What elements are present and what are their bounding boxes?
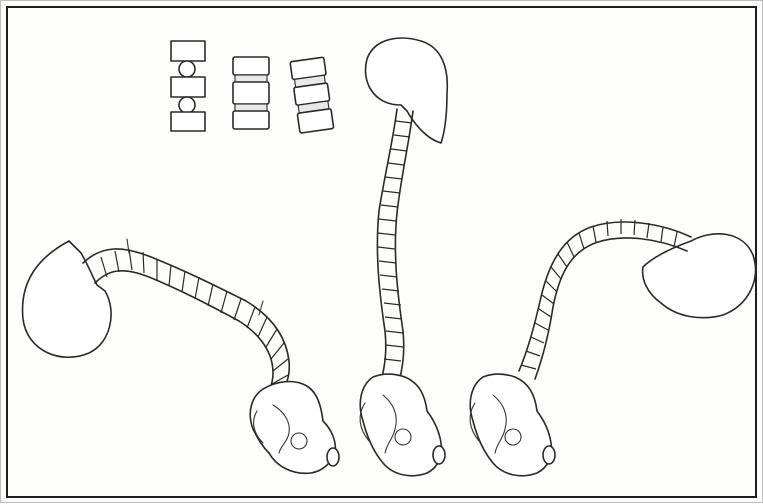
pelvis [470,374,551,476]
spine-upright [360,38,447,476]
pelvis [360,374,441,476]
motion-segment-models [171,41,334,133]
head-outline [365,38,447,143]
segment-model-curved [290,57,334,133]
spine-column-inner [395,111,413,381]
spine-flexed [23,239,339,473]
spine-column-inner [95,271,273,403]
head-outline [23,241,112,357]
head-outline [643,234,756,318]
spine-extended [470,219,755,476]
pelvis [250,382,335,474]
segment-model-rigid [171,41,205,131]
vertebra-lines [101,249,288,384]
segment-model-straight [233,57,269,129]
